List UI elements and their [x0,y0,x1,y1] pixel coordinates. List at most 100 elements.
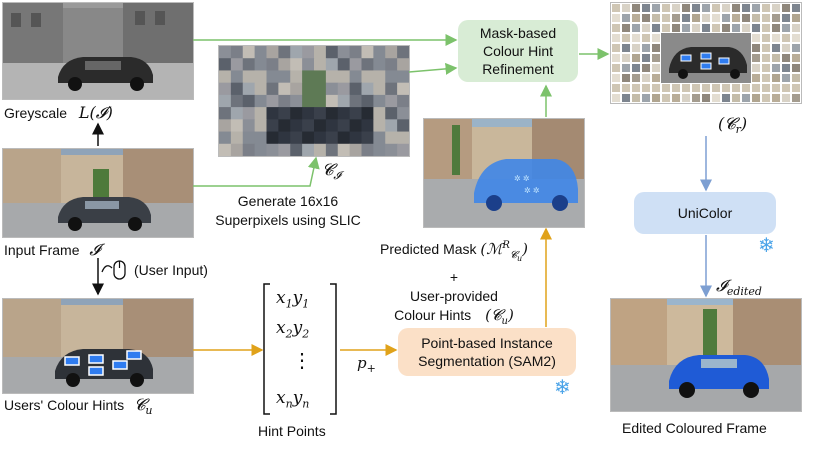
superpixel-cell [397,58,409,71]
superpixel-cell [361,119,374,133]
superpixel-cell [230,119,244,133]
refined-swatch [652,24,660,32]
edited-frame-image [610,298,802,412]
refined-swatch [772,44,780,52]
refined-swatch [712,24,720,32]
refined-swatch [792,64,800,72]
superpixel-cell [219,119,232,133]
refined-swatch [612,44,620,52]
refined-swatch [752,84,760,92]
refined-swatch [772,14,780,22]
superpixel-cell [349,70,362,84]
refined-swatch [612,14,620,22]
superpixel-cell [373,107,386,120]
superpixel-cell [349,143,362,156]
superpixel-cell [242,131,256,145]
refined-swatch [732,24,740,32]
superpixel-cell [373,70,386,84]
superpixel-cell [385,131,398,145]
predicted-mask-image: ✲ ✲ ✲ ✲ [423,118,585,228]
superpixel-cell [385,119,398,133]
superpixel-cell [337,119,351,133]
refined-swatch [782,94,790,102]
superpixel-cell [230,70,244,84]
superpixel-cell [219,94,232,108]
refined-swatch [762,84,770,92]
refined-swatch [772,54,780,62]
superpixel-cell [314,94,327,108]
superpixel-cell [325,107,339,120]
superpixel-cell [290,82,303,96]
refined-swatch [762,4,770,12]
mask-scene: ✲ ✲ ✲ ✲ [424,119,584,227]
refined-swatch [652,4,660,12]
refined-swatch [702,4,710,12]
refined-swatch [652,94,660,102]
refined-swatch [732,94,740,102]
refined-swatch [792,94,800,102]
superpixel-cell [314,119,327,133]
refined-swatch [632,94,640,102]
refined-swatch [792,34,800,42]
superpixel-cell [397,82,409,96]
refined-swatch [772,24,780,32]
superpixel-cell [290,70,303,84]
superpixel-cell [278,143,291,156]
refined-swatch [682,24,690,32]
superpixel-cell [385,143,398,156]
refined-swatch [762,34,770,42]
refined-swatch [712,14,720,22]
refined-swatch [752,54,760,62]
superpixel-grid [219,46,409,156]
superpixel-cell [325,143,339,156]
unicolor-box: UniColor [634,192,776,234]
superpixel-image [218,45,410,157]
refined-swatch [622,74,630,82]
superpixel-cell [325,94,339,108]
matrix-dots: ⋮ [292,350,312,372]
refined-swatch [672,14,680,22]
generate-line-2: Superpixels using SLIC [215,212,361,228]
refined-swatch [672,84,680,92]
superpixel-cell [219,46,232,59]
superpixel-cell [314,46,327,59]
generate-label: Generate 16x16 Superpixels using SLIC [196,192,380,230]
refined-swatch [782,54,790,62]
refined-swatch [682,84,690,92]
refined-swatch [682,94,690,102]
refined-swatch [702,24,710,32]
superpixel-cell [242,58,256,71]
superpixel-cell [302,119,315,133]
superpixel-cell [361,82,374,96]
refined-swatch [632,14,640,22]
refined-swatch [632,34,640,42]
superpixel-cell [373,143,386,156]
refined-swatch [742,14,750,22]
i-edited-label: 𝓘edited [716,276,762,299]
refined-swatch [782,14,790,22]
refined-swatch [722,4,730,12]
superpixel-cell [349,58,362,71]
superpixel-cell [349,119,362,133]
superpixel-cell [266,58,279,71]
superpixel-cell [349,46,362,59]
refined-swatch [792,74,800,82]
refined-swatch [762,94,770,102]
superpixel-cell [230,107,244,120]
sam-box: Point-based Instance Segmentation (SAM2) [398,328,576,376]
superpixel-cell [242,94,256,108]
refined-swatch [652,74,660,82]
refined-swatch [782,74,790,82]
input-frame-scene [3,149,193,237]
matrix-row-1: x1y1 [276,288,310,311]
superpixel-cell [219,143,232,156]
refined-swatch [632,4,640,12]
superpixel-cell [337,70,351,84]
superpixel-cell [254,58,267,71]
refined-swatch [622,34,630,42]
generate-line-1: Generate 16x16 [237,193,339,209]
refined-swatch [632,74,640,82]
refined-swatch [782,44,790,52]
superpixel-cell [337,58,351,71]
superpixel-cell [266,131,279,145]
